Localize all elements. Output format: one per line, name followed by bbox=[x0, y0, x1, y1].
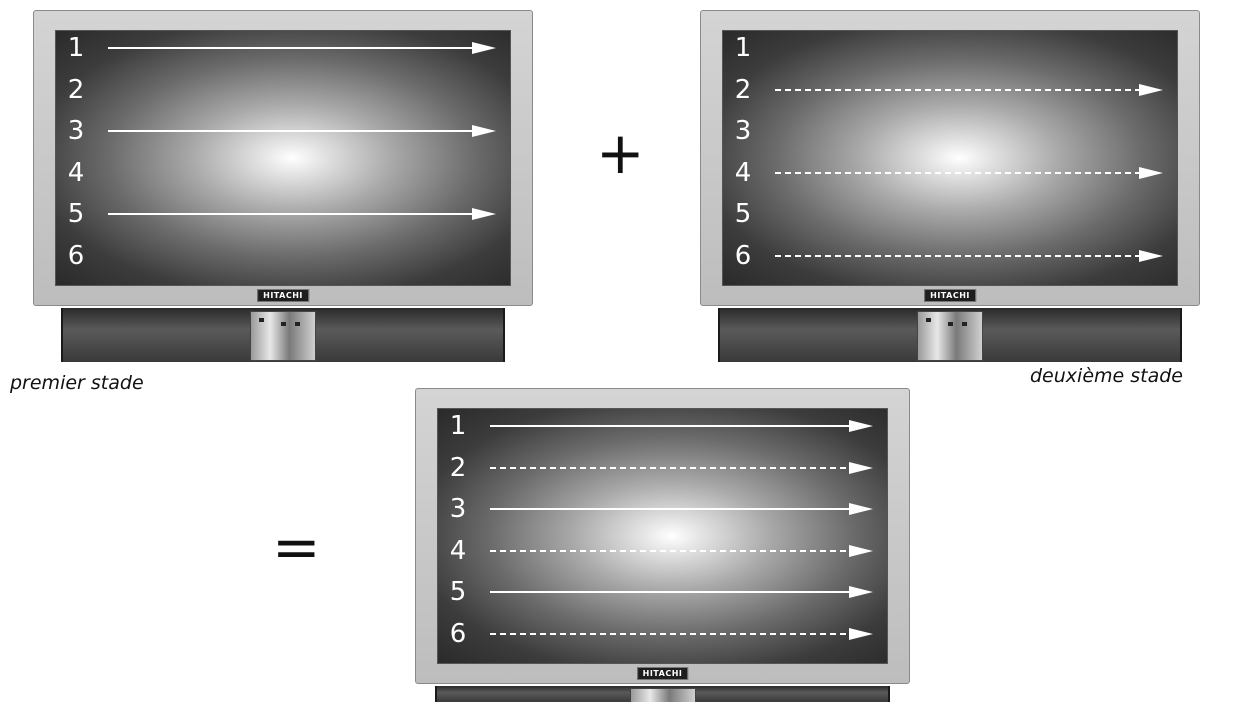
line-number-1: 1 bbox=[734, 33, 752, 63]
equals-sign: = bbox=[272, 513, 321, 581]
dashed-scan-arrow-line-6 bbox=[490, 627, 873, 640]
solid-scan-arrow-line-1 bbox=[108, 42, 496, 54]
solid-scan-arrow-line-5 bbox=[490, 586, 873, 598]
line-number-4: 4 bbox=[449, 535, 467, 566]
dashed-scan-arrow-line-4 bbox=[775, 166, 1163, 179]
tv-result: 1 2 3 4 5 6 HITACHI bbox=[415, 388, 910, 702]
tv-second-stage: 1 2 3 4 5 6 HITACHI bbox=[700, 10, 1200, 362]
dashed-scan-arrow-line-2 bbox=[490, 461, 873, 474]
control-panel bbox=[917, 311, 983, 361]
tv-screen: 1 2 3 4 5 6 bbox=[437, 408, 888, 664]
tv-first-stage: 1 2 3 4 5 6 HITACHI bbox=[33, 10, 533, 362]
solid-scan-arrow-line-3 bbox=[108, 125, 496, 137]
line-number-4: 4 bbox=[734, 157, 752, 188]
tv-stand bbox=[435, 686, 890, 702]
tv-stand bbox=[61, 308, 505, 362]
line-number-6: 6 bbox=[734, 240, 752, 271]
line-number-3: 3 bbox=[734, 116, 752, 146]
tv-stand bbox=[718, 308, 1182, 362]
line-number-1: 1 bbox=[67, 33, 85, 63]
line-number-5: 5 bbox=[449, 577, 467, 607]
control-panel bbox=[629, 688, 696, 702]
line-number-3: 3 bbox=[67, 116, 85, 146]
line-number-2: 2 bbox=[449, 452, 467, 483]
brand-logo: HITACHI bbox=[257, 289, 309, 302]
control-panel bbox=[250, 311, 316, 361]
brand-logo: HITACHI bbox=[924, 289, 976, 302]
dashed-scan-arrow-line-4 bbox=[490, 544, 873, 557]
line-number-3: 3 bbox=[449, 494, 467, 524]
line-number-4: 4 bbox=[67, 157, 85, 188]
solid-scan-arrow-line-1 bbox=[490, 420, 873, 432]
line-number-2: 2 bbox=[734, 74, 752, 105]
brand-logo: HITACHI bbox=[636, 667, 689, 680]
line-number-2: 2 bbox=[67, 74, 85, 105]
line-number-5: 5 bbox=[734, 199, 752, 229]
line-number-6: 6 bbox=[67, 240, 85, 271]
tv-screen: 1 2 3 4 5 6 bbox=[722, 30, 1178, 286]
line-number-5: 5 bbox=[67, 199, 85, 229]
caption-first-stage: premier stade bbox=[10, 372, 144, 394]
solid-scan-arrow-line-3 bbox=[490, 503, 873, 515]
caption-second-stage: deuxième stade bbox=[1030, 365, 1183, 387]
dashed-scan-arrow-line-6 bbox=[775, 249, 1163, 262]
plus-sign: + bbox=[596, 119, 645, 187]
dashed-scan-arrow-line-2 bbox=[775, 83, 1163, 96]
solid-scan-arrow-line-5 bbox=[108, 208, 496, 220]
tv-screen: 1 2 3 4 5 6 bbox=[55, 30, 511, 286]
line-number-1: 1 bbox=[449, 411, 467, 441]
line-number-6: 6 bbox=[449, 618, 467, 649]
